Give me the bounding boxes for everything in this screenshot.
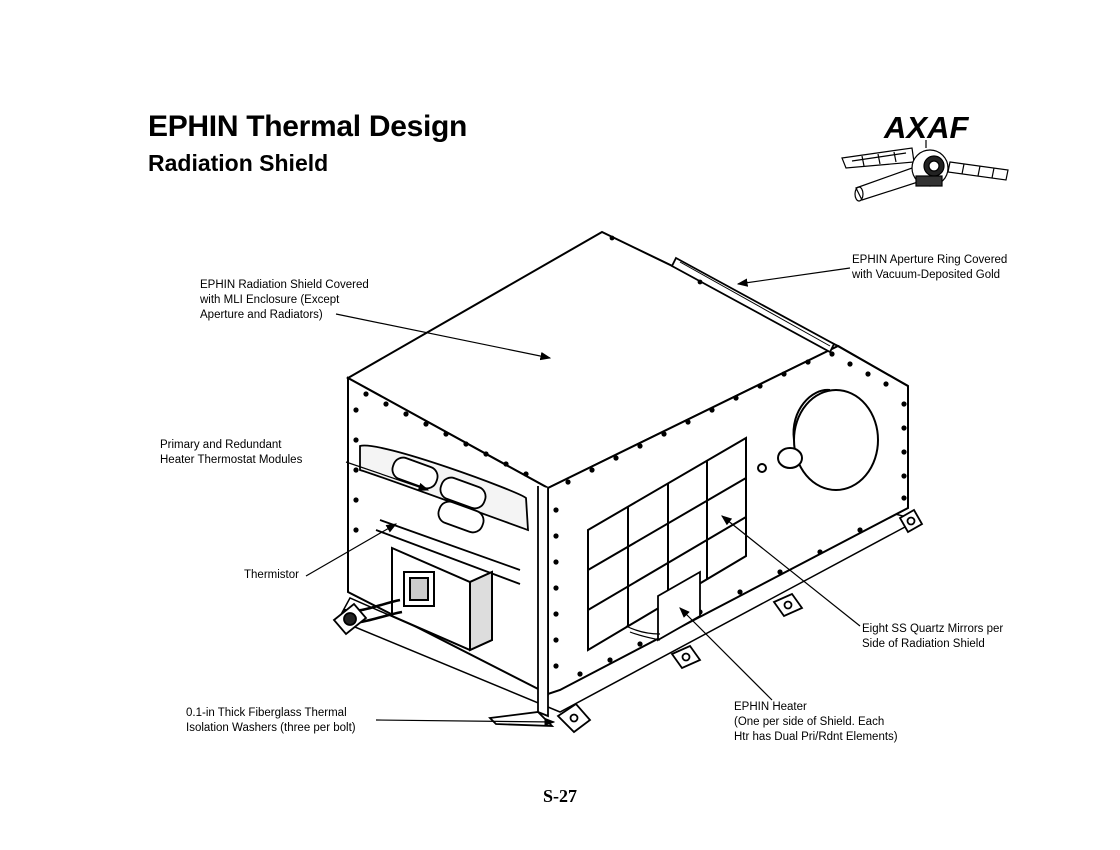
callout-thermistor: Thermistor xyxy=(244,568,299,583)
callout-aperture-ring: EPHIN Aperture Ring Covered with Vacuum-… xyxy=(852,253,1007,283)
callout-line: EPHIN Heater xyxy=(734,701,807,713)
callout-line: (One per side of Shield. Each xyxy=(734,716,885,728)
callout-mirrors: Eight SS Quartz Mirrors per Side of Radi… xyxy=(862,622,1003,652)
page-subtitle: Radiation Shield xyxy=(148,150,329,176)
callout-thermostats: Primary and Redundant Heater Thermostat … xyxy=(160,438,302,468)
callout-line: Primary and Redundant xyxy=(160,439,282,451)
callout-washers: 0.1-in Thick Fiberglass Thermal Isolatio… xyxy=(186,706,356,736)
callout-line: Eight SS Quartz Mirrors per xyxy=(862,623,1004,635)
ephin-heater-patch xyxy=(625,570,701,642)
callout-leaders xyxy=(305,267,861,727)
callout-line: EPHIN Radiation Shield Covered xyxy=(200,279,369,291)
rivet-row xyxy=(353,235,907,677)
mounting-feet xyxy=(332,486,924,734)
callout-line: Htr has Dual Pri/Rdnt Elements) xyxy=(734,731,898,743)
aperture-ring xyxy=(670,256,836,354)
page-number: S-27 xyxy=(542,786,577,806)
callout-line: EPHIN Aperture Ring Covered xyxy=(852,254,1008,266)
callout-shield-mli: EPHIN Radiation Shield Covered with MLI … xyxy=(200,278,369,323)
callout-line: Thermistor xyxy=(244,569,299,581)
callout-line: Aperture and Radiators) xyxy=(200,309,323,321)
callout-heater: EPHIN Heater (One per side of Shield. Ea… xyxy=(734,700,898,745)
callout-line: Side of Radiation Shield xyxy=(862,638,985,650)
callout-line: with MLI Enclosure (Except xyxy=(200,294,340,306)
callout-line: Heater Thermostat Modules xyxy=(160,454,303,466)
page-title: EPHIN Thermal Design xyxy=(148,110,468,143)
connector-block xyxy=(339,546,493,652)
callout-line: 0.1-in Thick Fiberglass Thermal xyxy=(186,707,347,719)
quartz-mirror-array xyxy=(587,436,747,652)
callout-line: Isolation Washers (three per bolt) xyxy=(186,722,356,734)
thermostat-modules xyxy=(359,444,529,585)
spacecraft-icon xyxy=(841,140,1009,202)
aperture-drum xyxy=(757,388,879,491)
callout-line: with Vacuum-Deposited Gold xyxy=(852,269,1001,281)
brand-logo-text: AXAF xyxy=(884,110,969,145)
